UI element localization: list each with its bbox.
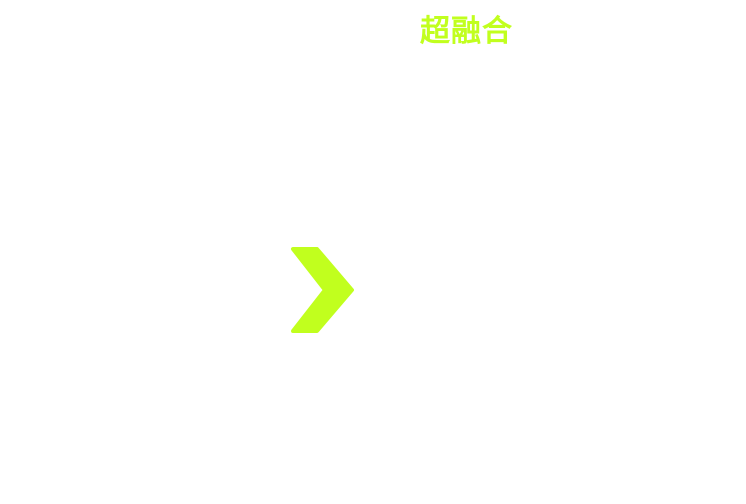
chevron-right-icon <box>291 247 354 333</box>
chevron-right-shape <box>291 247 354 333</box>
page-title: 超融合 <box>420 14 513 49</box>
